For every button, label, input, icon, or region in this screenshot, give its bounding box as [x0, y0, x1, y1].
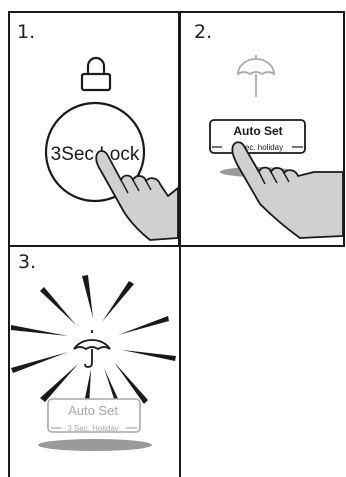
button-shadow [38, 439, 152, 451]
auto-set-label: Auto Set [233, 124, 282, 138]
step-number-3: 3. [18, 251, 36, 273]
holiday-sub-label: 3 Sec. Holiday [67, 424, 119, 433]
lock-button-label: 3Sec.Lock [51, 144, 140, 165]
panel-3: 3. Auto Set 3 Sec. Ho [11, 251, 176, 451]
auto-set-label: Auto Set [68, 403, 118, 418]
auto-set-button[interactable]: Auto Set 3 Sec. holiday [210, 120, 305, 153]
hand-pointer-icon [232, 142, 343, 238]
umbrella-icon [74, 330, 110, 367]
panel-1: 1. 3Sec.Lock [17, 21, 178, 240]
padlock-icon [82, 58, 110, 90]
panel-2: 2. Auto Set 3 Sec. holiday [194, 21, 343, 238]
burst-rays [11, 275, 176, 414]
step-number-2: 2. [194, 21, 212, 43]
umbrella-icon [238, 55, 274, 97]
step-number-1: 1. [17, 21, 35, 43]
auto-set-button-faded[interactable]: Auto Set 3 Sec. Holiday [48, 399, 140, 433]
